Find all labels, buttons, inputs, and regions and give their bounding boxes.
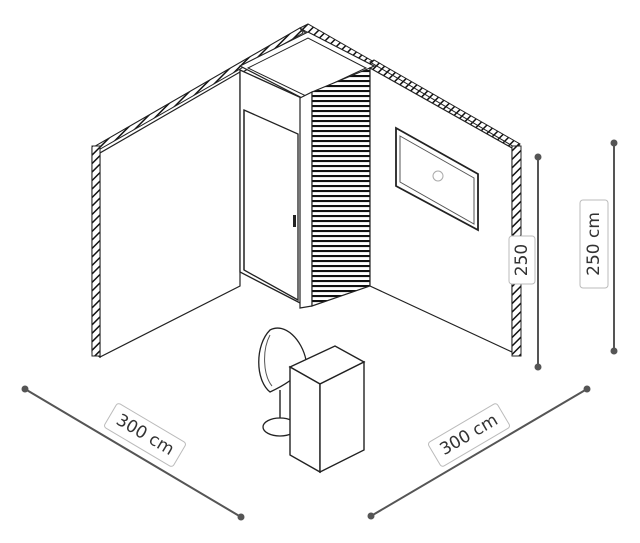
left-wall [91,27,310,359]
label-height-outer: 250 cm [579,199,609,289]
storage-room [239,67,371,309]
svg-text:250: 250 [512,244,532,276]
door-handle-icon [293,215,296,227]
dimension-endpoints [21,139,618,521]
wall-screen [395,126,479,232]
counter [288,345,366,474]
dimension-lines [24,143,615,518]
svg-text:250 cm: 250 cm [584,212,604,276]
label-height-inner: 250 [508,235,536,285]
label-left-width: 300 cm [104,403,186,467]
right-wall [368,59,522,357]
